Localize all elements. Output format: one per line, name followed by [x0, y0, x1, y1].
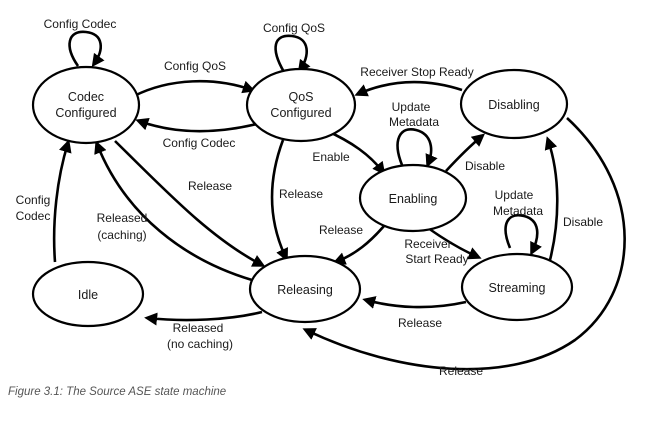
edge-label-config-codec-self: Config Codec	[44, 17, 117, 31]
edge-label-receiver-stop-ready: Receiver Stop Ready	[360, 65, 473, 79]
figure-caption: Figure 3.1: The Source ASE state machine	[8, 386, 227, 398]
edge-label-config-qos: Config QoS	[164, 59, 226, 73]
state-label-line: Codec	[68, 90, 104, 104]
edge-label-receiver-start-ready: Receiver	[404, 237, 451, 251]
edge-label-update-metadata-streaming: Update	[495, 188, 534, 202]
state-machine-diagram: Codec Configured QoS Configured Disablin…	[16, 17, 626, 378]
state-label-line: QoS	[288, 90, 313, 104]
edge-release-from-streaming	[362, 296, 467, 309]
edge-label-receiver-start-ready: Start Ready	[405, 252, 468, 266]
edge-label-update-metadata-streaming: Metadata	[493, 204, 543, 218]
state-label-line: Disabling	[488, 98, 539, 112]
edge-release-from-qos	[270, 139, 288, 262]
edge-config-codec-from-idle	[52, 139, 72, 263]
edge-label-disable-from-enabling: Disable	[465, 159, 505, 173]
state-enabling: Enabling	[358, 163, 468, 233]
edge-config-qos	[133, 79, 256, 98]
state-label-line: Releasing	[277, 283, 333, 297]
edge-release-from-disabling	[302, 117, 626, 371]
edge-receiver-start-ready	[427, 226, 482, 260]
edge-release-from-enabling	[332, 225, 385, 265]
state-label-line: Configured	[270, 106, 331, 120]
edge-label-update-metadata-enabling: Update	[392, 100, 431, 114]
edge-update-metadata-streaming-self	[504, 213, 542, 256]
edge-update-metadata-enabling-self	[396, 128, 438, 168]
edge-config-codec-back	[135, 117, 258, 133]
state-label-line: Idle	[78, 288, 98, 302]
edge-label-release-from-qos: Release	[279, 187, 323, 201]
edge-label-config-codec-from-idle: Codec	[16, 209, 51, 223]
state-codec-configured: Codec Configured	[31, 65, 141, 145]
edge-label-config-codec-from-idle: Config	[16, 193, 51, 207]
edge-disable-from-streaming	[544, 136, 559, 261]
state-label-line: Configured	[55, 106, 116, 120]
state-label-line: Streaming	[489, 281, 546, 295]
edge-label-disable-from-streaming: Disable	[563, 215, 603, 229]
edge-released-no-caching	[144, 310, 263, 326]
edge-label-release-from-enabling: Release	[319, 223, 363, 237]
edge-label-update-metadata-enabling: Metadata	[389, 115, 439, 129]
edge-config-codec-self	[68, 30, 105, 68]
state-qos-configured: QoS Configured	[245, 67, 357, 143]
state-streaming: Streaming	[460, 252, 574, 322]
edge-disable-from-enabling	[445, 133, 485, 172]
edge-config-qos-self	[274, 34, 311, 74]
edge-release-from-codec	[114, 140, 266, 267]
edge-label-config-codec-back: Config Codec	[163, 136, 236, 150]
edge-label-config-qos-self: Config QoS	[263, 21, 325, 35]
edge-label-release-from-streaming: Release	[398, 316, 442, 330]
edge-label-enable: Enable	[312, 150, 350, 164]
edge-label-released-caching: Released	[97, 211, 148, 225]
edge-label-release-from-codec: Release	[188, 179, 232, 193]
edge-label-released-no-caching: Released	[173, 321, 224, 335]
edge-released-caching	[94, 140, 253, 282]
state-label-line: Enabling	[389, 192, 438, 206]
state-disabling: Disabling	[459, 68, 569, 140]
edge-label-release-from-disabling: Release	[439, 364, 483, 378]
state-releasing: Releasing	[248, 254, 362, 324]
edge-label-released-caching: (caching)	[97, 228, 146, 242]
edge-receiver-stop-ready	[354, 80, 463, 97]
edge-label-released-no-caching: (no caching)	[167, 337, 233, 351]
state-idle: Idle	[31, 260, 145, 328]
